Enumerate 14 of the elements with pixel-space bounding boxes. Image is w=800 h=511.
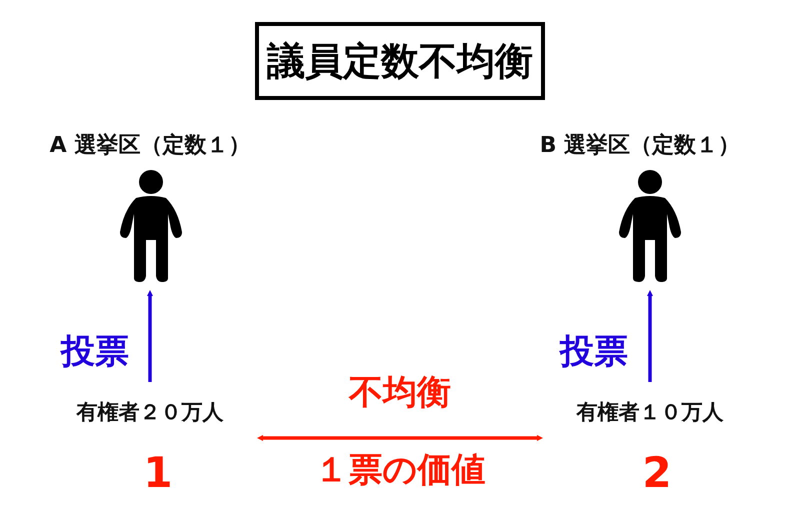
district-heading: A 選挙区（定数１） <box>50 132 250 160</box>
vote-value-number: 2 <box>642 452 672 494</box>
arrow <box>644 290 656 382</box>
edge-label: 投票 <box>560 333 628 371</box>
arrow-caption: １票の価値 <box>314 452 486 490</box>
district-heading: B 選挙区（定数１） <box>540 132 740 160</box>
voter-count-text: 有権者２０万人 <box>76 399 224 426</box>
voter-count-text: 有権者１０万人 <box>576 399 724 426</box>
title-box: 議員定数不均衡 <box>255 22 545 100</box>
arrow <box>144 290 156 382</box>
arrow <box>257 432 543 444</box>
edge-label: 投票 <box>61 333 129 371</box>
edge-label: 不均衡 <box>349 374 451 412</box>
vote-value-number: 1 <box>143 452 173 494</box>
